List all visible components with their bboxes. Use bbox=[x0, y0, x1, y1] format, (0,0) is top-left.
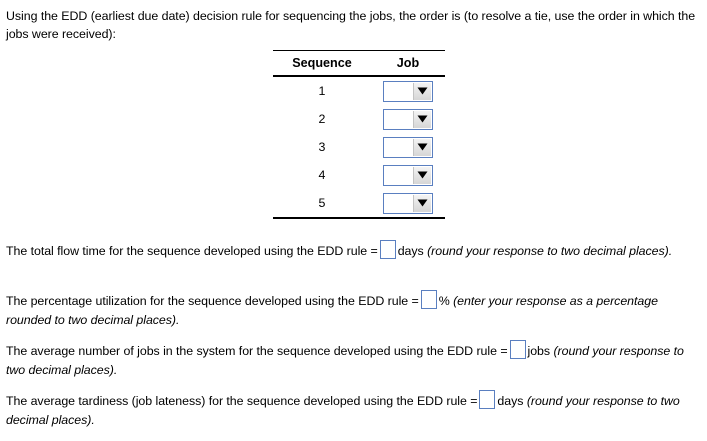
sequence-number-4: 4 bbox=[318, 168, 326, 182]
statement-average-jobs-in-system: The average number of jobs in the system… bbox=[6, 340, 703, 380]
column-header-job: Job bbox=[371, 50, 445, 77]
chevron-down-icon[interactable] bbox=[413, 138, 431, 156]
sequence-number-3: 3 bbox=[318, 140, 326, 154]
job-select-3[interactable] bbox=[383, 136, 433, 158]
table-row: 1 bbox=[273, 76, 445, 105]
table-row: 5 bbox=[273, 189, 445, 219]
chevron-down-icon[interactable] bbox=[413, 82, 431, 100]
statement-unit: days bbox=[497, 394, 524, 408]
sequence-table-head: Sequence Job bbox=[273, 50, 445, 77]
statement-lead-text: The percentage utilization for the seque… bbox=[6, 294, 419, 308]
chevron-down-icon[interactable] bbox=[413, 166, 431, 184]
statement-lead-text: The average tardiness (job lateness) for… bbox=[6, 394, 478, 408]
sequence-number-1: 1 bbox=[318, 84, 326, 98]
column-header-sequence: Sequence bbox=[273, 50, 371, 77]
sequence-number-5: 5 bbox=[273, 189, 371, 219]
sequence-table: Sequence Job 1 2 bbox=[273, 50, 445, 219]
statement-total-flow-time: The total flow time for the sequence dev… bbox=[6, 240, 703, 261]
job-select-2[interactable] bbox=[383, 108, 433, 130]
statement-note: (round your response to two decimal plac… bbox=[6, 394, 680, 427]
statement-unit: % bbox=[438, 294, 450, 308]
chevron-down-icon[interactable] bbox=[413, 110, 431, 128]
statement-unit: days bbox=[397, 244, 424, 258]
statement-unit: jobs bbox=[527, 344, 551, 358]
job-cell-4 bbox=[371, 161, 445, 189]
sequence-number-2: 2 bbox=[318, 112, 326, 126]
sequence-table-container: Sequence Job 1 2 bbox=[273, 50, 445, 219]
job-cell-1 bbox=[371, 76, 445, 105]
statement-percentage-utilization: The percentage utilization for the seque… bbox=[6, 290, 703, 330]
answer-input-average-jobs-in-system[interactable] bbox=[509, 340, 526, 359]
statement-note: (enter your response as a percentage rou… bbox=[6, 294, 658, 327]
chevron-down-icon[interactable] bbox=[413, 194, 431, 212]
job-cell-2 bbox=[371, 105, 445, 133]
answer-input-percentage-utilization[interactable] bbox=[420, 290, 437, 309]
statement-note: (round your response to two decimal plac… bbox=[427, 244, 673, 258]
answer-input-total-flow-time[interactable] bbox=[379, 240, 396, 259]
job-select-5[interactable] bbox=[383, 192, 433, 214]
table-row: 4 bbox=[273, 161, 445, 189]
question-prompt: Using the EDD (earliest due date) decisi… bbox=[6, 9, 696, 41]
sequence-table-body: 1 2 bbox=[273, 76, 445, 219]
table-row: 2 bbox=[273, 105, 445, 133]
table-header-row: Sequence Job bbox=[273, 50, 445, 77]
table-row: 3 bbox=[273, 133, 445, 161]
job-cell-5 bbox=[371, 189, 445, 219]
job-cell-3 bbox=[371, 133, 445, 161]
statement-lead-text: The average number of jobs in the system… bbox=[6, 344, 508, 358]
statement-lead-text: The total flow time for the sequence dev… bbox=[6, 244, 378, 258]
statement-note: (round your response to two decimal plac… bbox=[6, 344, 684, 377]
statement-average-tardiness: The average tardiness (job lateness) for… bbox=[6, 390, 703, 430]
answer-input-average-tardiness[interactable] bbox=[479, 390, 496, 409]
job-select-4[interactable] bbox=[383, 164, 433, 186]
job-select-1[interactable] bbox=[383, 80, 433, 102]
